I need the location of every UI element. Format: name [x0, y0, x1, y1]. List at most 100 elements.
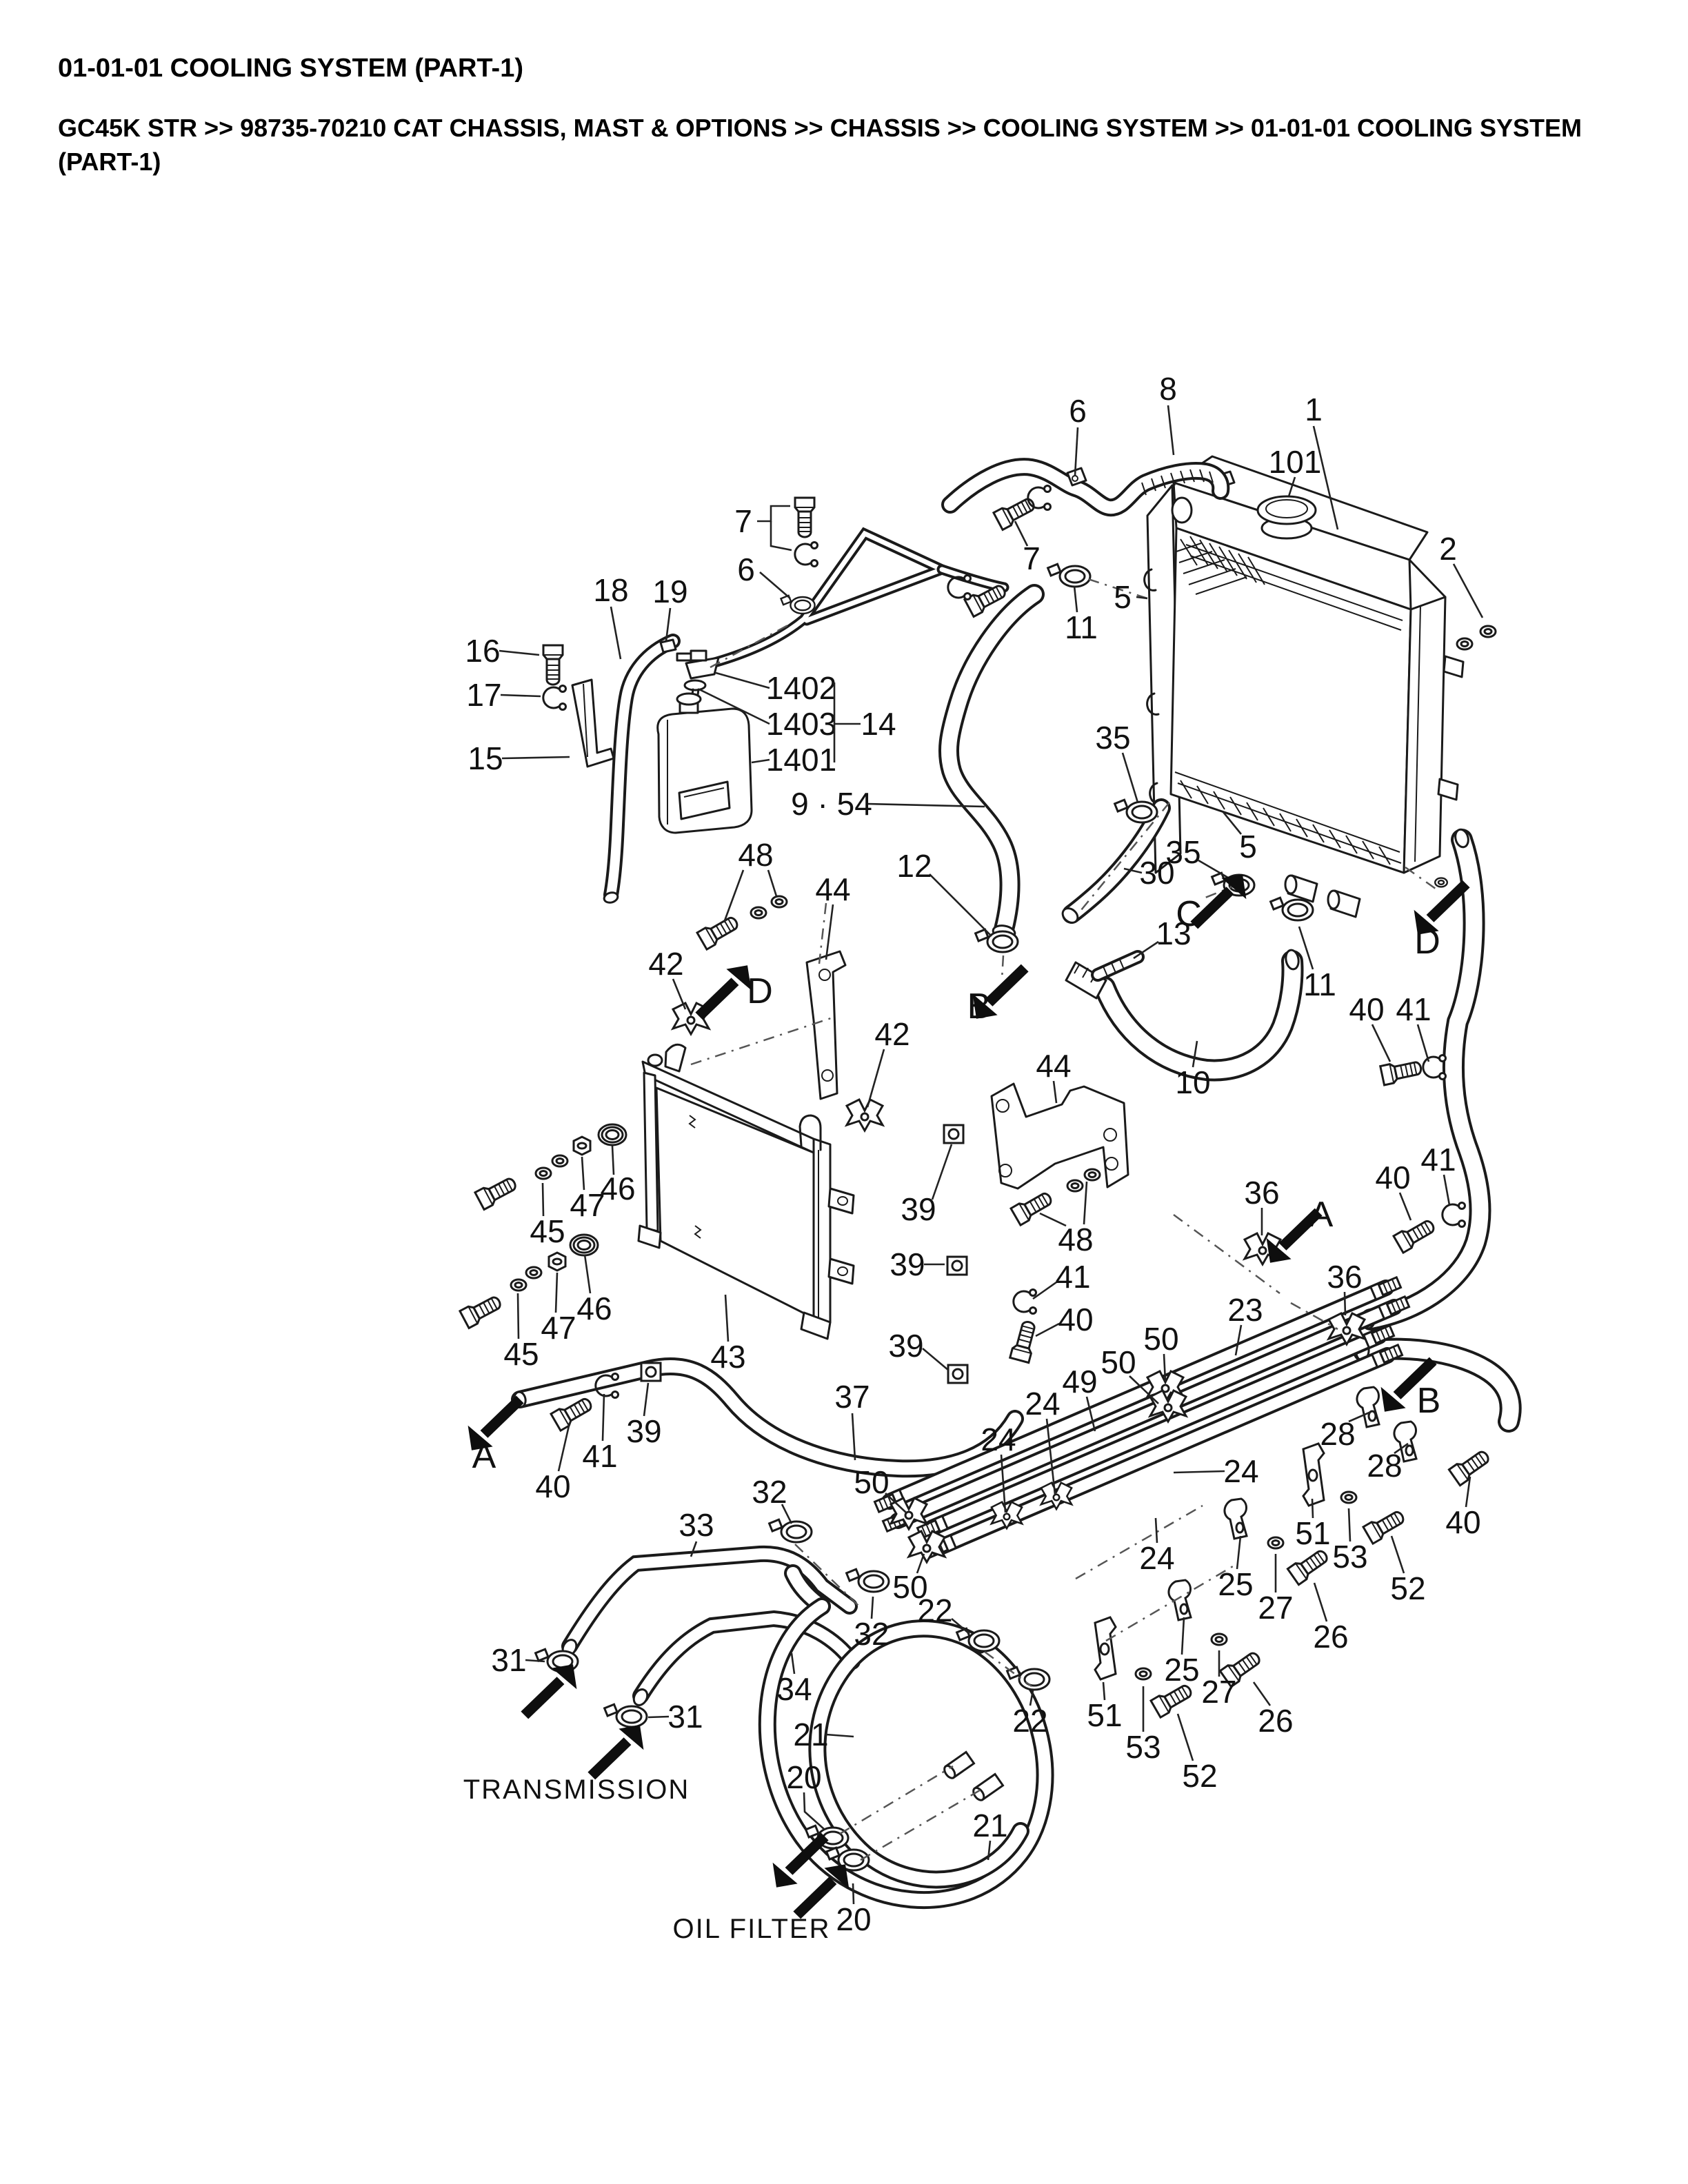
callout-leader-24 — [1173, 1470, 1225, 1474]
callout-49-59: 49 — [1062, 1364, 1097, 1399]
callout-leader-16 — [499, 649, 540, 656]
callout-leader-39 — [643, 1382, 650, 1417]
callout-24-90: 24 — [1223, 1453, 1258, 1489]
callout-leader-40 — [1035, 1322, 1060, 1337]
callout-7-8: 7 — [734, 503, 752, 539]
callout-44-38: 44 — [1036, 1048, 1071, 1084]
hose-21-coil — [758, 1564, 1054, 1909]
callout-leader-37 — [851, 1413, 856, 1461]
callout-39-41: 39 — [890, 1246, 925, 1282]
callout-41-31: 41 — [1396, 991, 1431, 1027]
area-label-transmission: TRANSMISSION — [463, 1775, 690, 1805]
callout-leader-51 — [1311, 1498, 1314, 1519]
callout-26-86: 26 — [1258, 1703, 1293, 1739]
callout-leader-39 — [931, 1144, 953, 1200]
callout-6-4: 6 — [1069, 393, 1087, 429]
callout-28-74: 28 — [1320, 1416, 1355, 1452]
radiator — [1143, 455, 1465, 918]
callout-47-50: 47 — [541, 1310, 576, 1346]
callout-leader-8 — [1167, 405, 1175, 456]
callout-leader-30 — [1123, 867, 1143, 874]
callout-leader-50 — [885, 1493, 907, 1513]
callout-leader-48 — [723, 869, 745, 923]
bracket-44-lower — [990, 1082, 1129, 1190]
callout-leader-53 — [1347, 1508, 1352, 1542]
callout-36-73: 36 — [1327, 1259, 1362, 1295]
callout-8-3: 8 — [1159, 371, 1177, 407]
callout-35-23: 35 — [1165, 834, 1200, 870]
callout-47-47: 47 — [570, 1187, 605, 1223]
callout-15-14: 15 — [468, 740, 503, 776]
callout-51-87: 51 — [1087, 1697, 1122, 1733]
direction-arrow-ne-7 — [521, 1664, 577, 1719]
callout-leader-49 — [1085, 1396, 1096, 1432]
callout-30-22: 30 — [1139, 855, 1174, 891]
callout-50-63: 50 — [854, 1464, 889, 1500]
callout-35-21: 35 — [1095, 720, 1130, 756]
callout-leader-40 — [1398, 1192, 1412, 1221]
callout-11-27: 11 — [1303, 967, 1336, 1002]
callout-10-29: 10 — [1175, 1064, 1210, 1100]
callout-50-64: 50 — [892, 1569, 927, 1605]
callout-leader-5 — [1136, 596, 1148, 600]
callout-39-40: 39 — [901, 1191, 936, 1227]
callout-leader-47 — [554, 1272, 559, 1313]
area-label-oil-filter: OIL FILTER — [673, 1914, 831, 1944]
callout-42-36: 42 — [874, 1016, 910, 1052]
direction-arrow-ne-8 — [587, 1725, 644, 1780]
callout-leader-20 — [852, 1883, 855, 1905]
callout-101-1: 101 — [1269, 444, 1322, 480]
callout-27-85: 27 — [1201, 1674, 1236, 1710]
callout-leader-40 — [557, 1422, 571, 1472]
callout-leader-5 — [1222, 811, 1243, 835]
callout-leader-31 — [525, 1659, 545, 1663]
callout-leader-11 — [1073, 585, 1078, 613]
callout-leader-1403 — [699, 688, 770, 725]
callout-43-45: 43 — [710, 1339, 745, 1375]
callout-leader-50 — [1163, 1353, 1167, 1382]
bracket-15 — [571, 678, 615, 768]
callout-leader-52 — [1176, 1713, 1194, 1761]
callout-31-92: 31 — [491, 1642, 526, 1678]
callout-leader-23 — [1234, 1324, 1243, 1356]
callout-leader-12 — [929, 873, 992, 937]
callout-leader-7 — [757, 505, 790, 523]
callout-leader-22 — [1029, 1690, 1034, 1706]
callout-leader-40 — [1465, 1476, 1471, 1508]
callout-leader-41 — [1032, 1281, 1057, 1300]
callout-leader-51 — [1102, 1681, 1106, 1701]
radiator-outlet-stubs — [1284, 874, 1361, 918]
callout-27-82: 27 — [1258, 1590, 1293, 1626]
callout-1-0: 1 — [1305, 392, 1323, 427]
callout-53-88: 53 — [1125, 1729, 1160, 1765]
callout-40-53: 40 — [535, 1468, 570, 1504]
callout-leader-24 — [1045, 1418, 1056, 1495]
callout-leader-52 — [1390, 1535, 1405, 1574]
callout-leader-42 — [672, 978, 687, 1010]
callout-28-75: 28 — [1367, 1448, 1402, 1484]
callout-leader-2 — [1452, 563, 1484, 618]
callout-41-54: 41 — [582, 1438, 617, 1474]
callout-leader-35 — [1198, 859, 1232, 881]
callout-45-48: 45 — [530, 1213, 565, 1249]
callout-44-35: 44 — [815, 871, 850, 907]
callout-25-84: 25 — [1164, 1652, 1199, 1688]
callout-48-34: 48 — [738, 837, 773, 873]
callout-leader-26 — [1313, 1582, 1328, 1622]
callout-leader-18 — [610, 606, 622, 660]
callout-leader-28 — [1348, 1410, 1372, 1423]
callout-leader-48 — [1083, 1181, 1088, 1225]
callout-33-94: 33 — [679, 1507, 714, 1543]
callout-leader-32 — [870, 1596, 874, 1619]
callout-39-42: 39 — [888, 1328, 923, 1364]
callout-leader-101 — [1287, 476, 1296, 497]
callout-12-20: 12 — [896, 848, 932, 884]
callout-leader-32 — [781, 1504, 793, 1524]
callout-7-5: 7 — [1023, 540, 1041, 576]
direction-arrow-ne-2 — [695, 965, 752, 1020]
callout-39-43: 39 — [626, 1413, 661, 1449]
callout-leader-33 — [690, 1541, 698, 1557]
callout-21-97: 21 — [972, 1808, 1007, 1843]
callout-leader-24 — [1000, 1454, 1007, 1513]
callout-51-78: 51 — [1295, 1515, 1330, 1551]
